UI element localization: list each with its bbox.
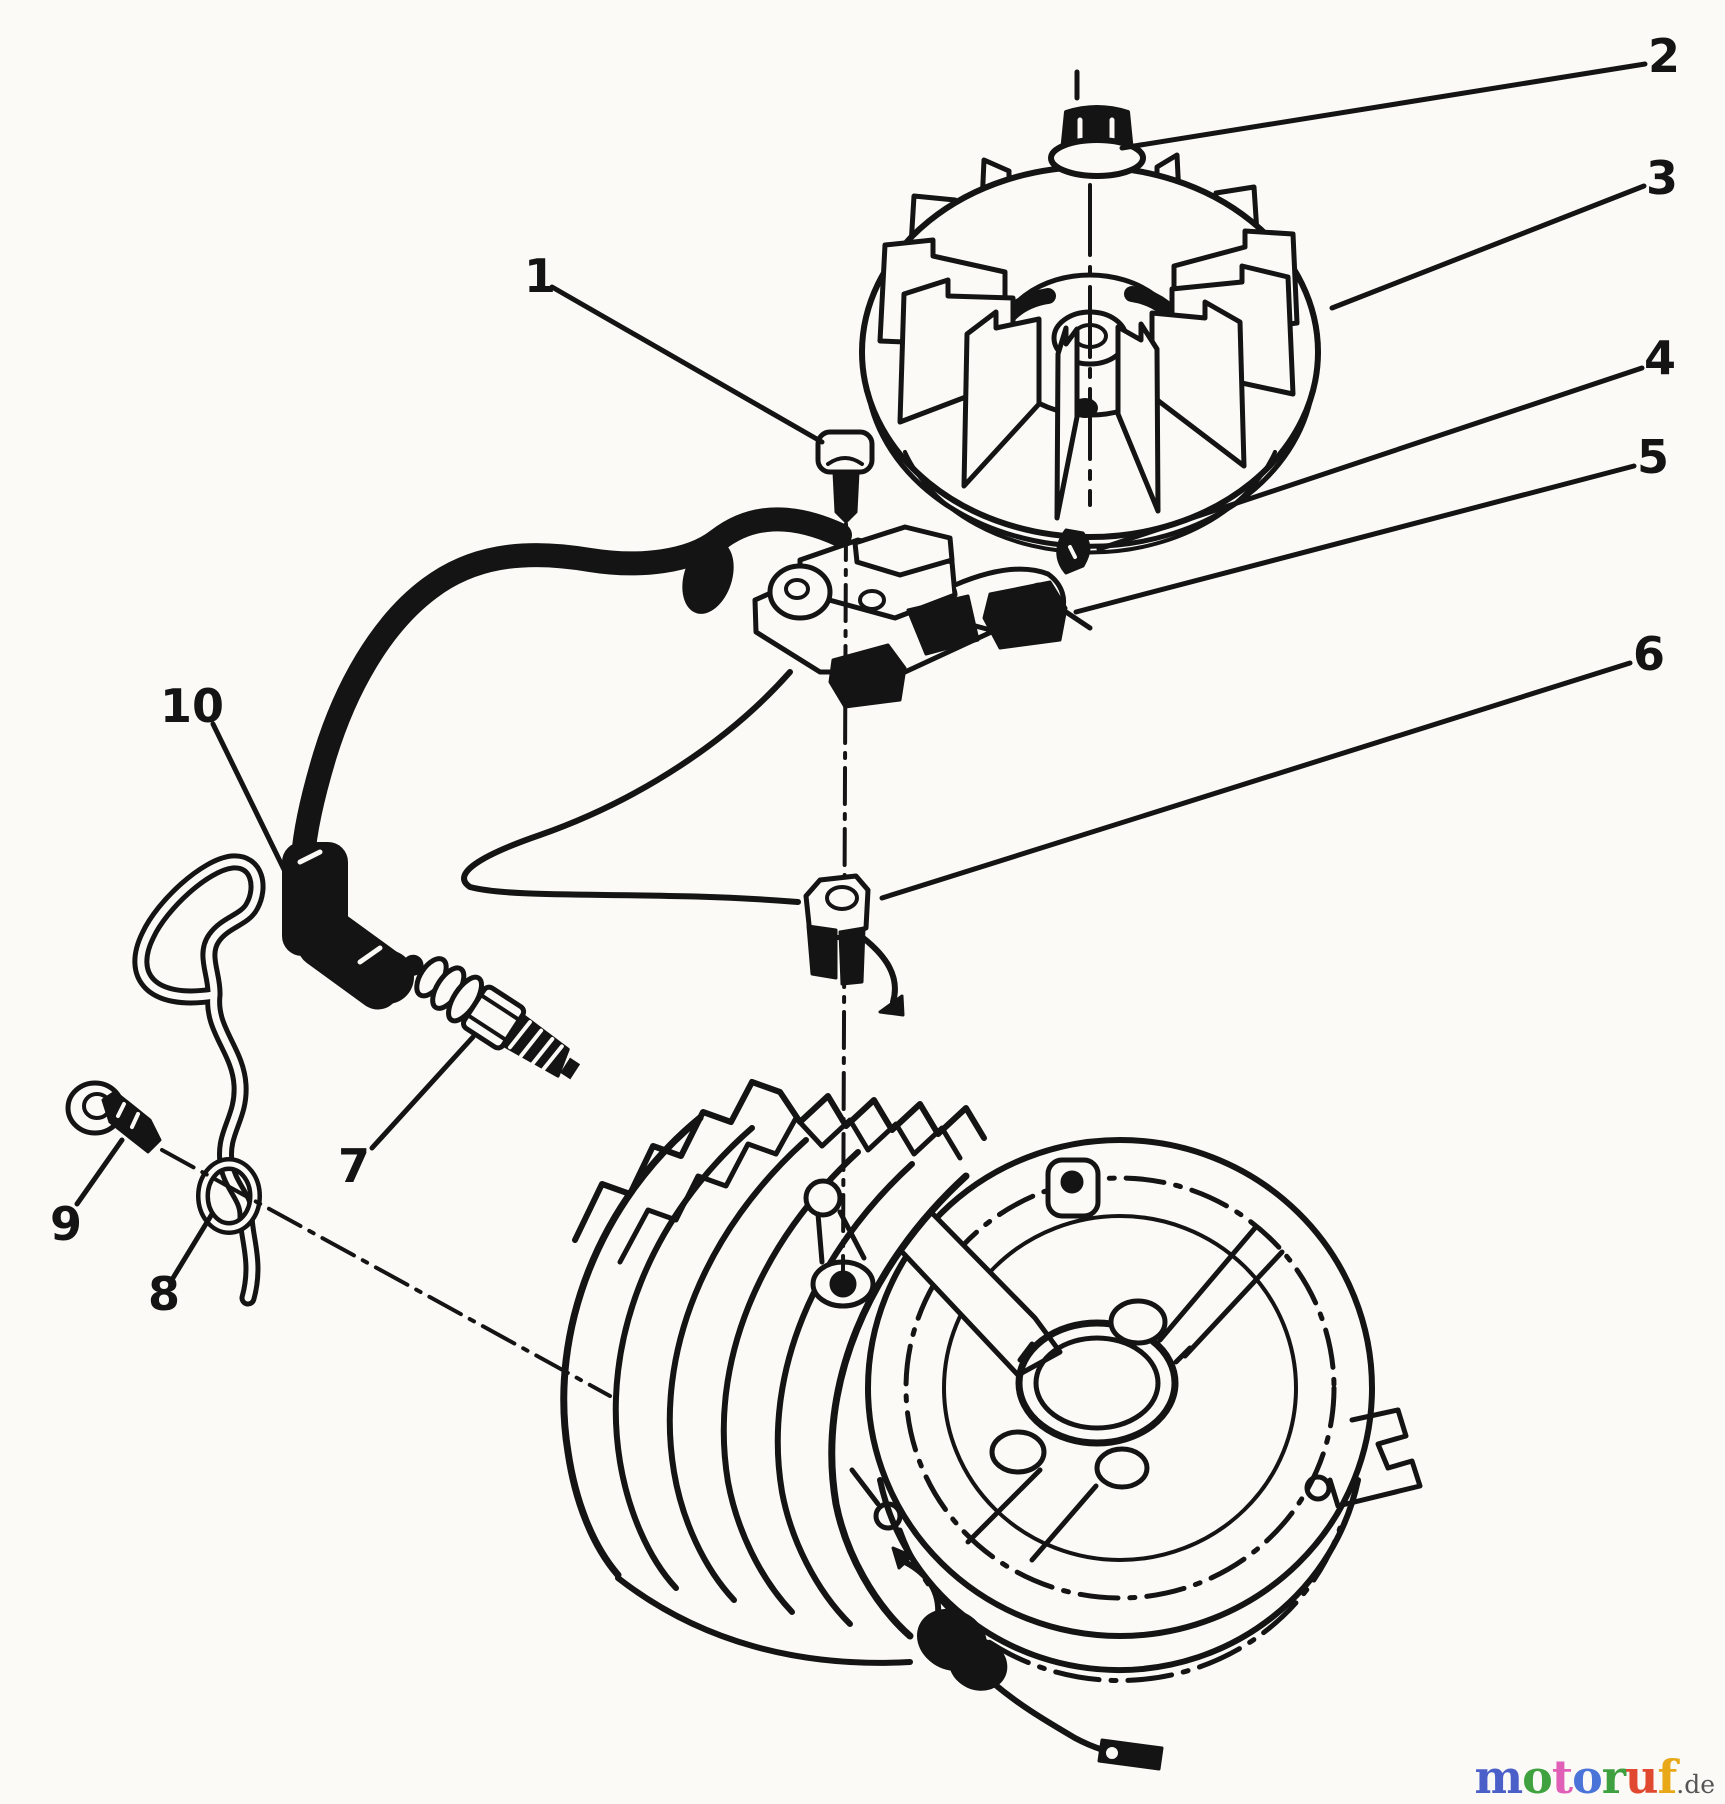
leader-line-3 [1329,183,1647,311]
flywheel [859,142,1321,555]
housing-boss [1045,1157,1101,1219]
watermark-text: motoruf [1474,1750,1677,1804]
leader-line-9 [74,1137,125,1207]
cylinder-assembly [560,1079,995,1666]
callout-7: 7 [338,1139,370,1193]
spark-plug [402,954,581,1080]
guide-bolt-centerline [160,1148,612,1398]
spark-plug-wire [291,507,852,870]
leader-line-6 [879,660,1633,901]
kill-wire [891,1546,1164,1771]
flywheel-blade [1054,325,1080,521]
leader-line-8 [170,1211,215,1281]
callout-9: 9 [50,1197,82,1251]
leader-line-5 [1073,463,1637,615]
callout-5: 5 [1637,430,1669,484]
callout-10: 10 [160,679,224,733]
coil-mounting-bolt [815,429,875,524]
flywheel-blade [1115,321,1161,514]
flywheel-key [1056,528,1091,575]
wire-grommet [916,1608,1008,1691]
leader-line-2 [1119,61,1648,151]
leader-line-7 [369,1034,476,1151]
flywheel-blade [961,309,1042,489]
callout-2: 2 [1648,29,1680,83]
leader-line-10 [210,721,298,895]
callout-labels: 1 2 3 4 5 6 7 8 9 10 [50,29,1680,1321]
callout-1: 1 [524,249,556,303]
spark-plug-boot [282,842,414,1010]
wire-guide [132,853,266,1307]
wire-terminal [1097,1738,1164,1771]
guide-bolt [65,1080,162,1154]
callout-4: 4 [1644,331,1676,385]
ignition-coil [752,524,1093,709]
callout-8: 8 [148,1267,180,1321]
callout-6: 6 [1633,627,1665,681]
callout-3: 3 [1646,151,1678,205]
leader-line-1 [549,284,825,445]
motoruf-watermark: motoruf.de [1474,1754,1715,1800]
flywheel-nut [1048,69,1146,179]
blower-housing [845,1137,1423,1684]
wire-clamp [803,873,871,986]
watermark-suffix: .de [1676,1770,1715,1799]
leader-line-4 [1096,365,1645,552]
wire-sleeve [682,540,734,614]
leader-lines [74,61,1648,1281]
coil-ground-wire [461,669,905,1017]
